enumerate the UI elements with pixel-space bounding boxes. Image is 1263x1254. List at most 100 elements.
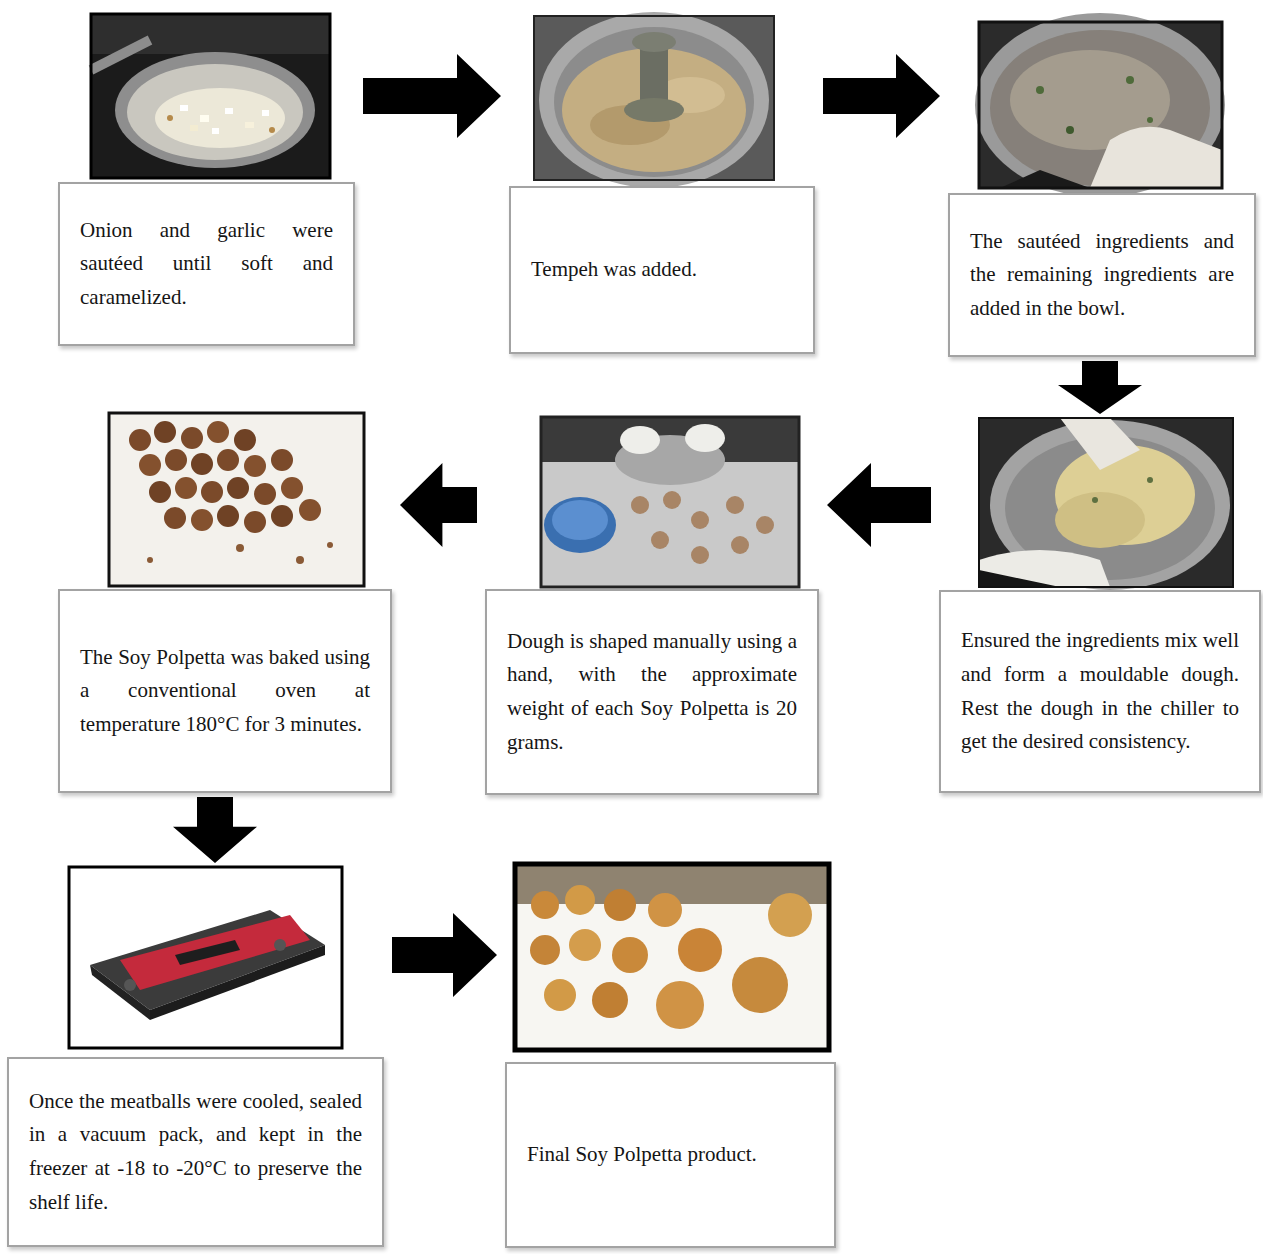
package-photo-part bbox=[69, 867, 342, 1048]
step-text: Once the meatballs were cooled, sealed i… bbox=[29, 1085, 362, 1219]
processor-photo-part bbox=[632, 32, 676, 52]
baked-photo-part bbox=[154, 421, 176, 443]
baked-photo-part bbox=[165, 449, 187, 471]
product-photo-part bbox=[530, 935, 560, 965]
product-photo bbox=[515, 864, 829, 1050]
baked-photo-part bbox=[175, 477, 197, 499]
product-photo-part bbox=[604, 889, 636, 921]
step-text: The sautéed ingredients and the remainin… bbox=[970, 225, 1234, 326]
dough-photo-part bbox=[979, 570, 1060, 587]
baked-photo-part bbox=[234, 429, 256, 451]
dough-photo-part bbox=[979, 418, 1233, 587]
baked-photo-part bbox=[244, 455, 266, 477]
process-step: Tempeh was added. bbox=[509, 16, 815, 354]
product-photo-part bbox=[732, 957, 788, 1013]
baked-photo-part bbox=[207, 421, 229, 443]
package-photo-part bbox=[175, 940, 240, 965]
saute-photo-part bbox=[167, 115, 173, 121]
dough-photo-part bbox=[1055, 492, 1145, 548]
processor-photo-part bbox=[539, 12, 769, 188]
saute-photo-part bbox=[225, 108, 233, 114]
step-text: Ensured the ingredients mix well and for… bbox=[961, 624, 1239, 758]
baked-photo-part bbox=[254, 483, 276, 505]
step-text: Tempeh was added. bbox=[531, 253, 793, 287]
shaping-photo-part bbox=[731, 536, 749, 554]
saute-photo-part bbox=[180, 105, 188, 111]
mixing-photo-part bbox=[1000, 170, 1090, 188]
mixing-photo-part bbox=[1036, 86, 1044, 94]
processor-photo bbox=[534, 12, 774, 188]
baked-photo-part bbox=[181, 427, 203, 449]
package-photo-part bbox=[69, 867, 342, 1048]
baked-photo-part bbox=[217, 505, 239, 527]
flow-arrow bbox=[173, 797, 257, 863]
baked-photo-part bbox=[327, 542, 333, 548]
package-photo-part bbox=[274, 939, 286, 951]
flow-arrow bbox=[400, 463, 477, 547]
shaping-photo-part bbox=[620, 426, 660, 454]
shaping-photo-part bbox=[691, 546, 709, 564]
baked-photo-part bbox=[139, 454, 161, 476]
baked-photo-part bbox=[149, 481, 171, 503]
saute-photo-part bbox=[155, 88, 285, 148]
saute-photo-part bbox=[269, 127, 275, 133]
product-photo-part bbox=[768, 893, 812, 937]
process-step: The Soy Polpetta was baked using a conve… bbox=[58, 413, 392, 793]
text-box: Onion and garlic were sautéed until soft… bbox=[58, 182, 355, 346]
step-text: The Soy Polpetta was baked using a conve… bbox=[80, 641, 370, 742]
baked-photo-part bbox=[217, 449, 239, 471]
processor-photo-part bbox=[534, 16, 774, 180]
shaping-photo-part bbox=[631, 496, 649, 514]
flow-arrow bbox=[392, 913, 497, 997]
baked-photo-part bbox=[271, 505, 293, 527]
text-box: Tempeh was added. bbox=[509, 186, 815, 354]
baked-photo-part bbox=[299, 499, 321, 521]
product-photo-part bbox=[678, 928, 722, 972]
baked-photo-part bbox=[271, 449, 293, 471]
shaping-photo-part bbox=[663, 491, 681, 509]
shaping-photo-part bbox=[541, 417, 799, 587]
package-photo-part bbox=[124, 979, 136, 991]
baked-photo-part bbox=[201, 481, 223, 503]
step-text: Final Soy Polpetta product. bbox=[527, 1138, 814, 1172]
text-box: Dough is shaped manually using a hand, w… bbox=[485, 589, 819, 795]
text-box: The sautéed ingredients and the remainin… bbox=[948, 193, 1256, 357]
product-photo-part bbox=[515, 864, 829, 1050]
process-step: Onion and garlic were sautéed until soft… bbox=[58, 14, 355, 346]
shaping-photo-part bbox=[541, 417, 799, 587]
dough-photo-part bbox=[1060, 418, 1140, 470]
package-photo bbox=[69, 867, 342, 1048]
shaping-photo-part bbox=[552, 500, 608, 540]
saute-photo bbox=[91, 14, 330, 178]
step-text: Dough is shaped manually using a hand, w… bbox=[507, 625, 797, 759]
saute-photo-part bbox=[91, 14, 330, 178]
text-box: Ensured the ingredients mix well and for… bbox=[939, 590, 1261, 793]
baked-photo-part bbox=[129, 429, 151, 451]
process-step: Ensured the ingredients mix well and for… bbox=[939, 418, 1261, 793]
saute-photo-part bbox=[91, 40, 150, 70]
flow-arrow bbox=[827, 463, 931, 547]
shaping-photo-part bbox=[726, 496, 744, 514]
saute-photo-part bbox=[127, 64, 303, 160]
baked-photo-part bbox=[109, 413, 364, 586]
saute-photo-part bbox=[245, 122, 254, 128]
baked-photo-part bbox=[281, 477, 303, 499]
product-photo-part bbox=[565, 885, 595, 915]
product-photo-part bbox=[515, 864, 829, 1050]
product-photo-part bbox=[648, 893, 682, 927]
shaping-photo-part bbox=[756, 516, 774, 534]
product-photo-part bbox=[531, 891, 559, 919]
processor-photo-part bbox=[554, 27, 754, 177]
mixing-photo-part bbox=[1090, 127, 1222, 188]
product-photo-part bbox=[592, 982, 628, 1018]
saute-photo-part bbox=[190, 125, 198, 131]
mixing-photo-part bbox=[1147, 117, 1153, 123]
mixing-photo-part bbox=[1066, 126, 1074, 134]
text-box: Once the meatballs were cooled, sealed i… bbox=[7, 1057, 384, 1247]
processor-photo-part bbox=[624, 98, 684, 122]
process-step: Dough is shaped manually using a hand, w… bbox=[485, 417, 819, 795]
dough-photo bbox=[979, 418, 1233, 590]
baked-photo-part bbox=[227, 477, 249, 499]
dough-photo-part bbox=[1147, 477, 1153, 483]
